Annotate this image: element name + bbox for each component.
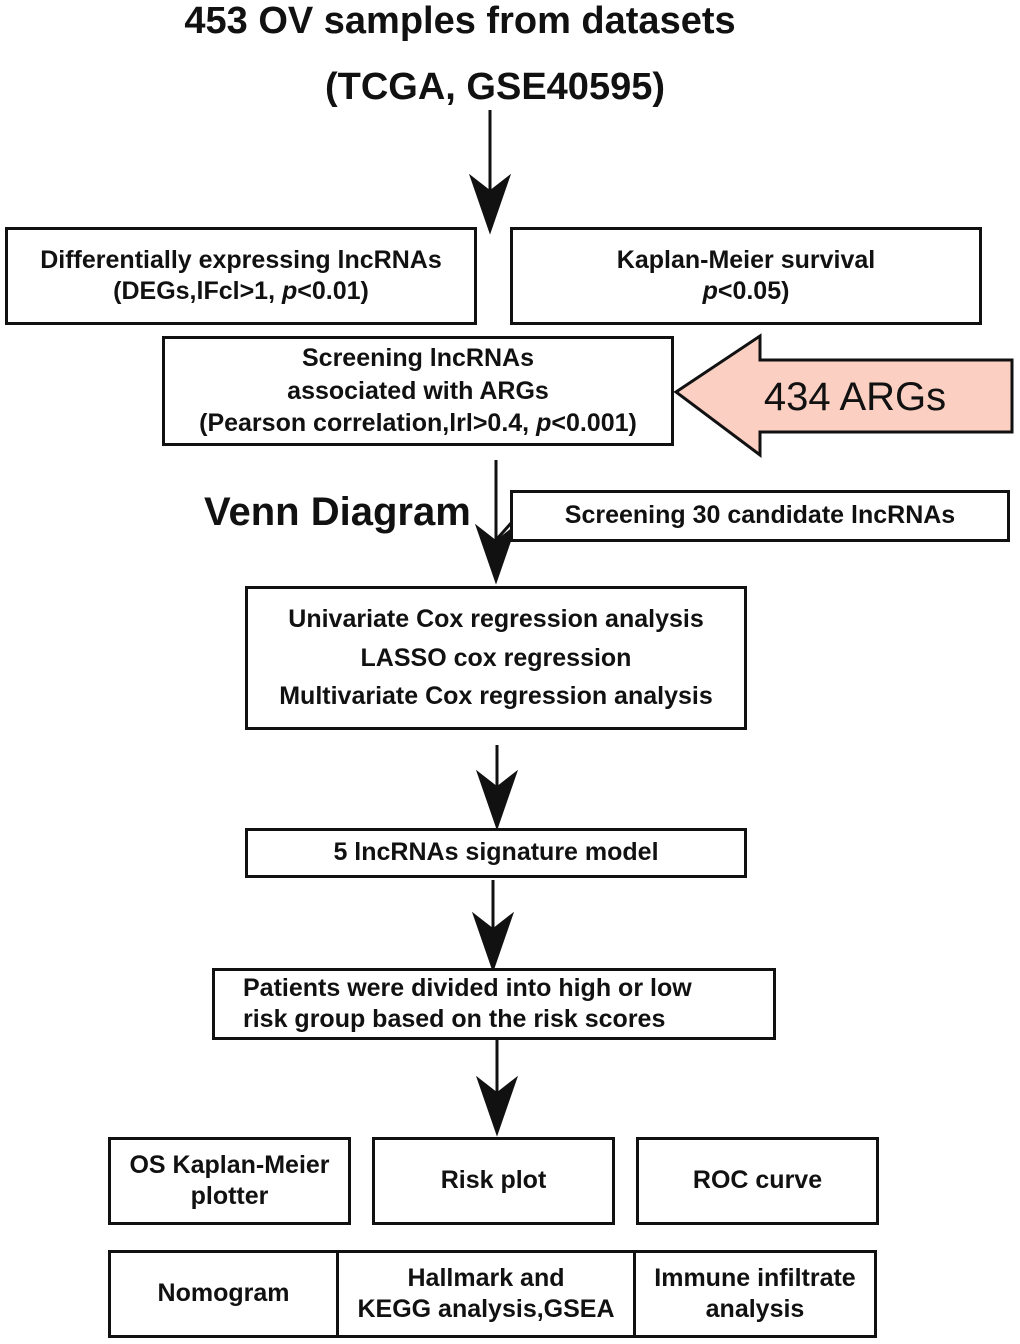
flowchart-title-line1: 453 OV samples from datasets: [184, 0, 736, 42]
nomogram-text: Nomogram: [157, 1279, 290, 1308]
args-big-arrow: [673, 333, 1014, 458]
flowchart-title-line2: (TCGA, GSE40595): [325, 66, 665, 108]
os-km-line1: OS Kaplan-Meier: [129, 1150, 330, 1179]
candidate-box-text: Screening 30 candidate lncRNAs: [564, 501, 956, 530]
immune-infiltrate-box: Immune infiltrate analysis: [633, 1250, 877, 1338]
deg-box: Differentially expressing lncRNAs (DEGs,…: [5, 227, 477, 325]
os-km-plotter-box: OS Kaplan-Meier plotter: [108, 1137, 351, 1225]
roc-curve-text: ROC curve: [692, 1166, 823, 1195]
screening-args-box: Screening lncRNAs associated with ARGs (…: [162, 336, 674, 446]
nomogram-box: Nomogram: [108, 1250, 339, 1338]
arrowhead-patients-to-outputs: [475, 1075, 519, 1137]
arrowhead-signature-to-patients: [471, 911, 515, 973]
candidate-lncrnas-box: Screening 30 candidate lncRNAs: [510, 490, 1010, 542]
signature-model-box: 5 lncRNAs signature model: [245, 828, 747, 878]
km-box-line2: p<0.05): [702, 277, 790, 305]
patients-box-line2: risk group based on the risk scores: [243, 1005, 666, 1033]
os-km-line2: plotter: [190, 1182, 269, 1210]
roc-curve-box: ROC curve: [636, 1137, 879, 1225]
deg-box-line1: Differentially expressing lncRNAs: [40, 245, 442, 274]
cox-box-line2: LASSO cox regression: [360, 643, 632, 672]
arrowhead-title-to-split: [468, 173, 512, 235]
venn-merge-line: [494, 521, 514, 541]
cox-box-line3: Multivariate Cox regression analysis: [279, 682, 713, 711]
risk-plot-box: Risk plot: [372, 1137, 615, 1225]
patients-risk-box: Patients were divided into high or low r…: [212, 968, 776, 1040]
signature-box-text: 5 lncRNAs signature model: [333, 838, 659, 867]
venn-diagram-label: Venn Diagram: [204, 490, 471, 534]
km-box-line1: Kaplan-Meier survival: [616, 245, 876, 274]
screen-box-line2: associated with ARGs: [287, 376, 549, 405]
km-survival-box: Kaplan-Meier survival p<0.05): [510, 227, 982, 325]
deg-box-line2: (DEGs,lFcl>1, p<0.01): [113, 277, 369, 305]
hallmark-line1: Hallmark and: [407, 1263, 565, 1292]
immune-line1: Immune infiltrate: [654, 1263, 856, 1292]
screen-box-line1: Screening lncRNAs: [301, 344, 534, 373]
hallmark-kegg-box: Hallmark and KEGG analysis,GSEA: [336, 1250, 636, 1338]
screen-box-line3: (Pearson correlation,lrl>0.4, p<0.001): [199, 409, 637, 438]
cox-box-line1: Univariate Cox regression analysis: [288, 604, 704, 633]
hallmark-line2: KEGG analysis,GSEA: [357, 1295, 615, 1323]
risk-plot-text: Risk plot: [440, 1166, 547, 1195]
args-arrow-label: 434 ARGs: [763, 375, 947, 419]
cox-regression-box: Univariate Cox regression analysis LASSO…: [245, 586, 747, 730]
arrowhead-cox-to-signature: [475, 769, 519, 831]
patients-box-line1: Patients were divided into high or low: [243, 973, 692, 1002]
immune-line2: analysis: [705, 1295, 805, 1323]
